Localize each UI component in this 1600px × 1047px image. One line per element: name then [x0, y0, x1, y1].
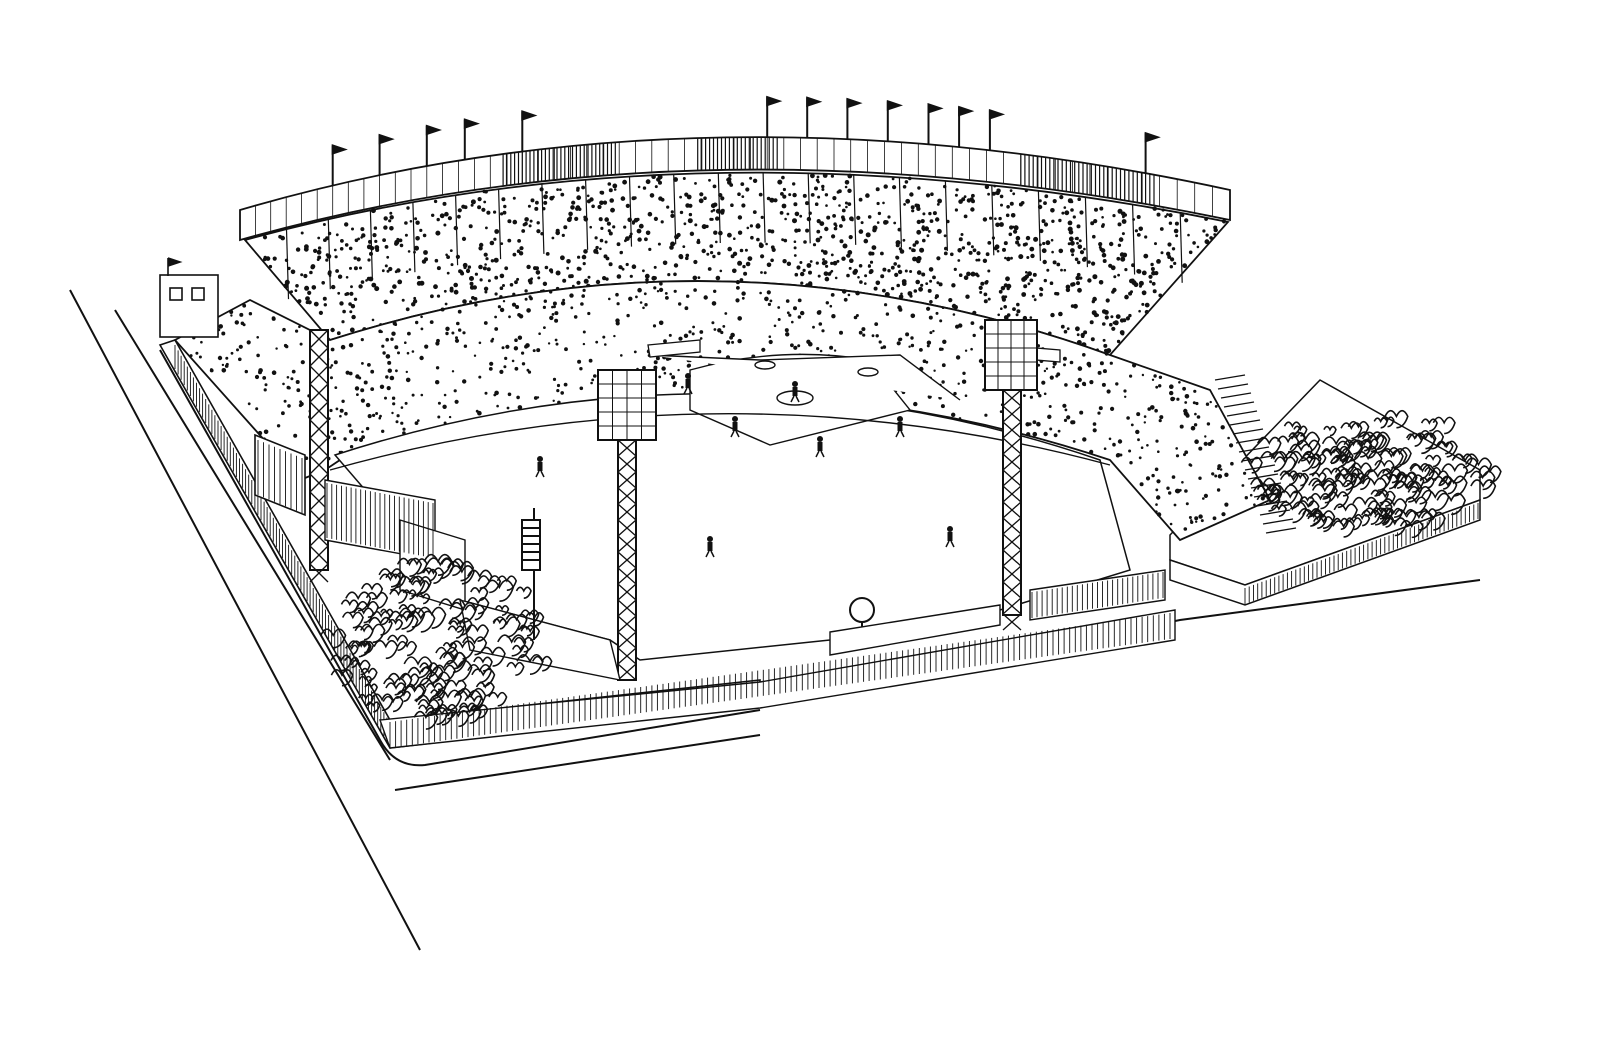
grandstand-roof: [239, 136, 1231, 242]
light-tower: [597, 369, 657, 681]
support-column: [309, 329, 329, 583]
light-tower: [984, 319, 1038, 631]
pennant-icon: [331, 95, 1161, 186]
flagpole-icon: [521, 508, 541, 640]
infield-diamond: [329, 353, 1111, 471]
right-outfield-fence: [829, 569, 1166, 656]
scoreboard: [254, 433, 306, 517]
left-outfield-fence: [324, 479, 621, 681]
corner-building: [159, 257, 219, 338]
front-fence: [379, 609, 1176, 749]
tree-cluster: [1240, 409, 1502, 539]
tree-cluster: [320, 553, 553, 730]
upper-deck-stands: [243, 171, 1230, 357]
player-figure: [535, 326, 1010, 558]
stairway: [1214, 374, 1297, 534]
